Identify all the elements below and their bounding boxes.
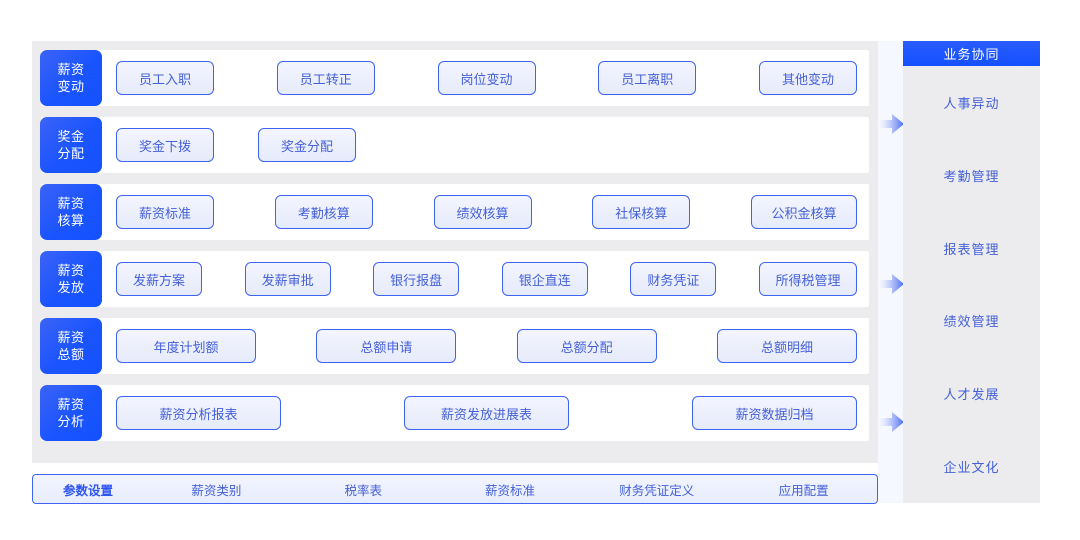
row-label-line2: 总额 xyxy=(57,347,85,362)
row-items: 薪资标准 考勤核算 绩效核算 社保核算 公积金核算 xyxy=(102,184,869,240)
salary-module-panel: 薪资变动员工入职员工转正岗位变动员工离职其他变动奖金分配奖金下拨奖金分配薪资核算… xyxy=(32,41,878,463)
module-chip[interactable]: 银行报盘 xyxy=(373,262,460,296)
row-items: 员工入职 员工转正 岗位变动 员工离职 其他变动 xyxy=(102,50,869,106)
row-label-line1: 薪资 xyxy=(57,330,85,345)
module-chip[interactable]: 薪资发放进展表 xyxy=(404,396,569,430)
module-chip[interactable]: 员工转正 xyxy=(276,61,375,95)
sidebar-item[interactable]: 绩效管理 xyxy=(943,314,1000,330)
row-label-line2: 变动 xyxy=(57,79,85,94)
sidebar-header: 业务协同 xyxy=(903,41,1040,66)
row-category-label[interactable]: 薪资核算 xyxy=(40,184,102,240)
sidebar-item[interactable]: 人才发展 xyxy=(943,387,1000,403)
bottom-bar-item[interactable]: 应用配置 xyxy=(778,483,829,498)
sidebar-item[interactable]: 人事异动 xyxy=(943,95,1000,111)
row-label-line2: 发放 xyxy=(57,280,85,295)
row-category-label[interactable]: 薪资变动 xyxy=(40,50,102,106)
module-row: 薪资变动员工入职员工转正岗位变动员工离职其他变动 xyxy=(40,50,869,106)
arrow-to-report-icon xyxy=(877,273,905,295)
bottom-bar-item[interactable]: 薪资标准 xyxy=(484,483,535,498)
module-chip[interactable]: 奖金下拨 xyxy=(116,128,214,162)
bottom-bar-item[interactable]: 薪资类别 xyxy=(191,483,242,498)
module-row: 薪资发放发薪方案发薪审批银行报盘银企直连财务凭证所得税管理 xyxy=(40,251,869,307)
row-items: 发薪方案 发薪审批 银行报盘 银企直连 财务凭证 所得税管理 xyxy=(102,251,869,307)
module-chip[interactable]: 社保核算 xyxy=(592,195,691,229)
module-chip[interactable]: 薪资标准 xyxy=(116,195,214,229)
module-chip[interactable]: 总额申请 xyxy=(316,329,457,363)
row-items: 奖金下拨 奖金分配 xyxy=(102,117,869,173)
row-items: 年度计划额 总额申请 总额分配 总额明细 xyxy=(102,318,869,374)
module-chip[interactable]: 公积金核算 xyxy=(751,195,857,229)
module-chip[interactable]: 所得税管理 xyxy=(758,262,857,296)
row-label-line1: 薪资 xyxy=(57,196,85,211)
sidebar-item[interactable]: 考勤管理 xyxy=(943,168,1000,184)
module-chip[interactable]: 总额分配 xyxy=(516,329,657,363)
row-category-label[interactable]: 薪资分析 xyxy=(40,385,102,441)
module-chip[interactable]: 绩效核算 xyxy=(433,195,532,229)
arrow-to-talent-icon xyxy=(877,411,905,433)
sidebar-item[interactable]: 企业文化 xyxy=(943,460,1000,476)
row-items: 薪资分析报表 薪资发放进展表 薪资数据归档 xyxy=(102,385,869,441)
row-label-line2: 核算 xyxy=(57,213,85,228)
business-collaboration-sidebar: 业务协同 人事异动考勤管理报表管理绩效管理人才发展企业文化 xyxy=(903,41,1040,503)
row-category-label[interactable]: 薪资总额 xyxy=(40,318,102,374)
module-chip[interactable]: 其他变动 xyxy=(759,61,857,95)
module-chip[interactable]: 银企直连 xyxy=(501,262,588,296)
module-chip[interactable]: 奖金分配 xyxy=(258,128,356,162)
module-chip[interactable]: 考勤核算 xyxy=(274,195,373,229)
module-chip[interactable]: 发薪方案 xyxy=(116,262,202,296)
row-label-line2: 分配 xyxy=(57,146,85,161)
row-label-line1: 薪资 xyxy=(57,397,85,412)
module-chip[interactable]: 总额明细 xyxy=(716,329,857,363)
module-chip[interactable]: 岗位变动 xyxy=(437,61,536,95)
module-row: 奖金分配奖金下拨奖金分配 xyxy=(40,117,869,173)
bottom-bar-item[interactable]: 参数设置 xyxy=(62,483,113,498)
bottom-bar-item[interactable]: 税率表 xyxy=(344,483,382,498)
module-chip[interactable]: 财务凭证 xyxy=(630,262,717,296)
module-chip[interactable]: 发薪审批 xyxy=(244,262,331,296)
bottom-bar-item[interactable]: 财务凭证定义 xyxy=(619,483,695,498)
sidebar-item[interactable]: 报表管理 xyxy=(943,241,1000,257)
module-chip[interactable]: 薪资分析报表 xyxy=(116,396,281,430)
module-chip[interactable]: 员工入职 xyxy=(116,61,214,95)
module-row: 薪资分析薪资分析报表薪资发放进展表薪资数据归档 xyxy=(40,385,869,441)
arrow-to-hr-change-icon xyxy=(877,113,905,135)
module-chip[interactable]: 薪资数据归档 xyxy=(692,396,857,430)
row-category-label[interactable]: 薪资发放 xyxy=(40,251,102,307)
module-row: 薪资核算薪资标准考勤核算绩效核算社保核算公积金核算 xyxy=(40,184,869,240)
module-chip[interactable]: 年度计划额 xyxy=(116,329,256,363)
row-label-line2: 分析 xyxy=(57,414,85,429)
row-label-line1: 奖金 xyxy=(57,129,85,144)
row-label-line1: 薪资 xyxy=(57,263,85,278)
panel-gap xyxy=(878,41,903,503)
module-row: 薪资总额年度计划额总额申请总额分配总额明细 xyxy=(40,318,869,374)
row-label-line1: 薪资 xyxy=(57,62,85,77)
row-category-label[interactable]: 奖金分配 xyxy=(40,117,102,173)
module-chip[interactable]: 员工离职 xyxy=(598,61,697,95)
parameter-settings-bar[interactable]: 参数设置 薪资类别 税率表 薪资标准 财务凭证定义 应用配置 xyxy=(32,474,878,504)
